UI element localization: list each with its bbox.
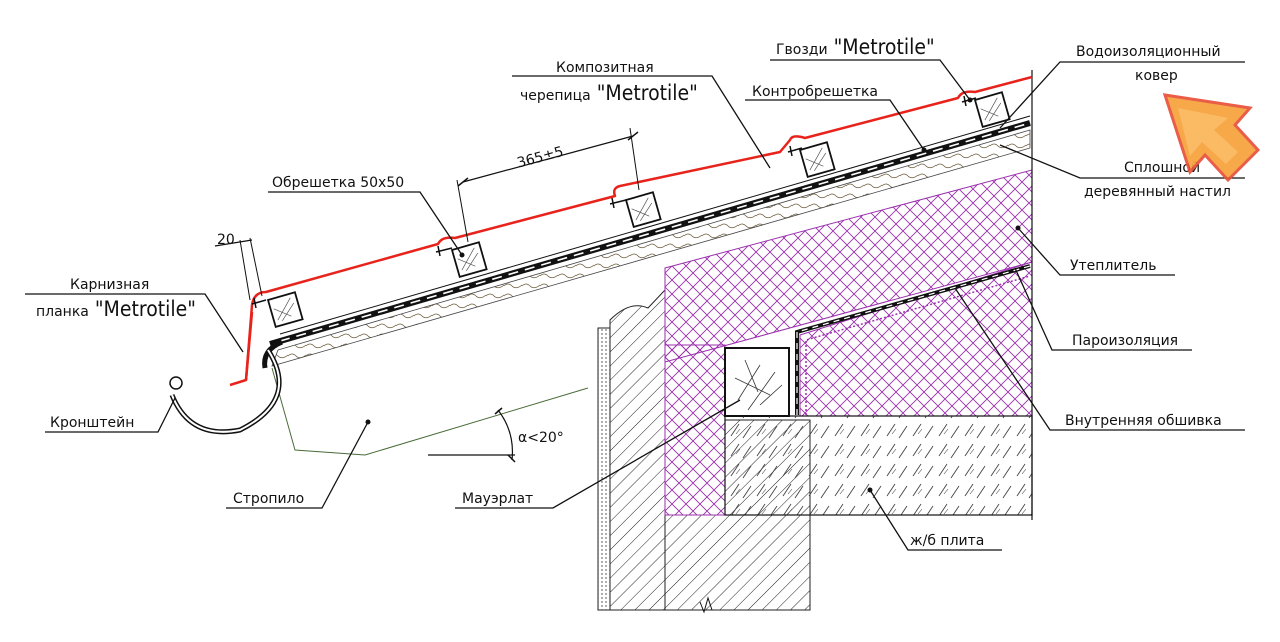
mauerlat-label: Мауэрлат (462, 491, 533, 507)
tile-label-2: черепица (520, 88, 591, 104)
nails (251, 95, 977, 309)
callout-nails: Гвозди "Metrotile" (770, 35, 973, 103)
dimension-20-label: 20 (217, 232, 235, 248)
nails-label: Гвозди (776, 42, 828, 58)
callout-slab: ж/б плита (867, 487, 1002, 551)
angle-dimension: α<20° (428, 407, 564, 463)
insulation-label: Утеплитель (1070, 258, 1156, 274)
eave-label-2: планка (36, 304, 89, 320)
callout-rafter: Стропило (226, 419, 371, 509)
dimension-20: 20 (214, 232, 263, 301)
callout-decking: Сплошной деревянный настил (999, 144, 1245, 200)
nails-brand: "Metrotile" (834, 35, 935, 59)
mauerlat-beam (724, 347, 790, 417)
batten-label: Обрешетка 50х50 (272, 175, 404, 191)
tile-profile (229, 75, 1033, 387)
inner-lining-label: Внутренняя обшивка (1065, 413, 1222, 429)
decking-label-2: деревянный настил (1084, 184, 1231, 200)
vapor-label: Пароизоляция (1072, 333, 1178, 349)
callout-vapor: Пароизоляция (1014, 267, 1192, 351)
angle-label: α<20° (518, 430, 564, 446)
svg-text:Гвозди"Metrotile": Гвозди "Metrotile" (776, 35, 935, 59)
callout-bracket: Кронштейн (45, 397, 176, 433)
tile-label-1: Композитная (556, 60, 654, 76)
rafter-label: Стропило (233, 491, 304, 507)
dimension-365-label: 365±5 (515, 144, 565, 172)
svg-text:черепица"Metrotile": черепица "Metrotile" (520, 81, 698, 105)
decking-label-1: Сплошной (1124, 160, 1200, 176)
callout-batten: Обрешетка 50х50 (268, 175, 465, 258)
waterproof-label-1: Водоизоляционный (1076, 44, 1221, 60)
dimension-365: 365±5 (456, 127, 640, 243)
battens (266, 91, 1011, 329)
bracket-label: Кронштейн (50, 415, 134, 431)
insulation-block (664, 169, 1033, 516)
callout-eave-strip: Карнизная планка "Metrotile" (25, 277, 244, 353)
callout-waterproof: Водоизоляционный ковер (999, 44, 1245, 129)
pointer-arrow-icon (1162, 93, 1261, 183)
counter-batten (279, 115, 1031, 335)
waterproof-label-2: ковер (1135, 68, 1178, 84)
concrete-slab (724, 415, 1033, 516)
counter-batten-label: Контробрешетка (752, 84, 878, 100)
eave-brand: "Metrotile" (95, 297, 196, 321)
gutter-bracket (169, 348, 282, 435)
callout-insulation: Утеплитель (1015, 225, 1175, 276)
tile-brand: "Metrotile" (597, 81, 698, 105)
callout-composite-tile: Композитная черепица "Metrotile" (512, 60, 771, 169)
vapor-barrier (795, 264, 1031, 415)
eave-label-1: Карнизная (70, 277, 149, 293)
slab-label: ж/б плита (910, 533, 984, 549)
rafter-outline (271, 367, 589, 456)
svg-text:планка"Metrotile": планка "Metrotile" (36, 297, 196, 321)
callout-counter-batten: Контробрешетка (745, 84, 927, 153)
callout-inner-lining: Внутренняя обшивка (954, 287, 1245, 431)
callout-mauerlat: Мауэрлат (455, 399, 741, 509)
